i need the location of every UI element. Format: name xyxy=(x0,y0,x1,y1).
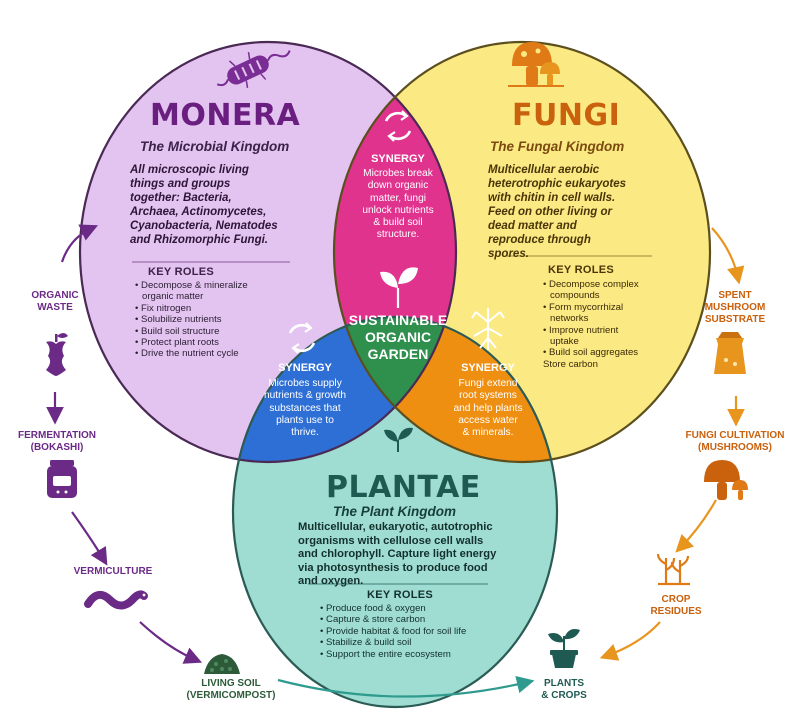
mushroom-icon xyxy=(508,42,564,87)
synergy-monera-plantae-region xyxy=(233,317,456,462)
apple-core-icon xyxy=(46,333,68,376)
cycle-arrow xyxy=(60,224,99,263)
plantae-roles-list: Produce food & oxygenCapture & store car… xyxy=(320,603,466,660)
roots-icon xyxy=(471,308,505,350)
fungi-title: FUNGI xyxy=(512,98,621,133)
cycle-arrow xyxy=(675,499,717,553)
cycle-arrow xyxy=(599,621,661,661)
cycle-arrow xyxy=(71,511,108,566)
cycle-arrow xyxy=(139,621,203,664)
bacteria-icon xyxy=(216,50,291,88)
cycle-label-fermentation: FERMENTATION(BOKASHI) xyxy=(18,430,96,453)
cycle-arrows-icon xyxy=(384,110,412,142)
synergy-mp-title: SYNERGY xyxy=(278,362,332,374)
cycle-label-vermiculture: VERMICULTURE xyxy=(73,566,153,577)
synergy-fp-title: SYNERGY xyxy=(461,362,515,374)
synergy-mf-title: SYNERGY xyxy=(371,153,425,165)
jar-icon xyxy=(47,460,77,498)
monera-title: MONERA xyxy=(150,98,301,133)
synergy-fungi-plantae-region xyxy=(334,317,557,462)
crop-residue-icon xyxy=(656,553,690,586)
cycle-arrow xyxy=(277,675,535,698)
plantae-key-roles-label: KEY ROLES xyxy=(367,589,434,601)
monera-subtitle: The Microbial Kingdom xyxy=(140,139,290,154)
sprout-icon xyxy=(380,267,418,308)
soil-pile-icon xyxy=(204,654,240,674)
cycle-arrows-icon xyxy=(288,322,316,354)
worm-icon xyxy=(84,590,148,610)
mushroom-icon xyxy=(704,460,748,500)
plantae-title: PLANTAE xyxy=(326,470,481,505)
plantae-subtitle: The Plant Kingdom xyxy=(333,504,456,519)
cycle-label-fungi-cultivation: FUNGI CULTIVATION(MUSHROOMS) xyxy=(685,430,785,453)
cycle-arrow xyxy=(711,227,745,285)
monera-key-roles-label: KEY ROLES xyxy=(148,266,215,278)
fungi-key-roles-label: KEY ROLES xyxy=(548,264,615,276)
cycle-label-living-soil: LIVING SOIL(VERMICOMPOST) xyxy=(186,678,276,701)
cycle-label-plants-crops: PLANTS& CROPS xyxy=(541,678,587,701)
potted-plant-icon xyxy=(548,629,580,668)
leaf-icon xyxy=(384,427,413,452)
fungi-subtitle: The Fungal Kingdom xyxy=(490,139,625,154)
substrate-bag-icon xyxy=(714,332,746,374)
